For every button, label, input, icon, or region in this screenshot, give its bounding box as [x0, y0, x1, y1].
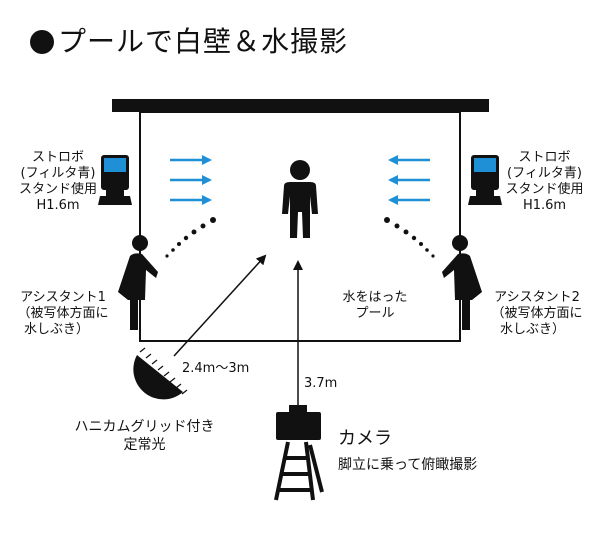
water-spray-icon: [384, 217, 435, 258]
water-spray-icon: [165, 217, 216, 258]
strobe-right-line: ストロボ: [518, 150, 571, 165]
assistant-right-line: 水しぶき）: [500, 322, 566, 337]
light-direction-arrows-right: [388, 155, 430, 205]
page-title: プールで白壁＆水撮影: [30, 22, 348, 62]
strobe-left-line: (フィルタ青): [20, 166, 96, 181]
strobe-left-label: ストロボ (フィルタ青) スタンド使用 H1.6m: [18, 150, 98, 214]
strobe-right-line: H1.6m: [522, 198, 567, 213]
assistant-left-line: アシスタント1: [20, 290, 106, 305]
light-to-subject-arrow: [173, 254, 267, 357]
pool-outline: [139, 111, 461, 342]
camera-label: カメラ: [338, 428, 392, 449]
person-icon: [282, 160, 318, 238]
title-bullet-icon: [30, 30, 54, 54]
assistant-left-line: 水しぶき）: [24, 322, 90, 337]
assistant-right-label: アシスタント2 （被写体方面に 水しぶき）: [482, 290, 592, 338]
strobe-left-line: スタンド使用: [18, 182, 97, 197]
strobe-icon: [98, 155, 132, 205]
honeycomb-light-line: 定常光: [123, 437, 166, 453]
light-distance-label: 2.4m〜3m: [182, 361, 250, 376]
assistant-icon: [442, 235, 482, 330]
title-text: プールで白壁＆水撮影: [58, 25, 349, 58]
honeycomb-light-icon: [133, 347, 188, 400]
camera-icon: [276, 405, 321, 440]
strobe-right-line: (フィルタ青): [507, 166, 582, 181]
assistant-left-line: （被写体方面に: [17, 306, 109, 321]
strobe-right-line: スタンド使用: [505, 182, 584, 197]
strobe-right-label: ストロボ (フィルタ青) スタンド使用 H1.6m: [502, 150, 587, 214]
honeycomb-light-line: ハニカムグリッド付き: [74, 419, 215, 435]
ladder-icon: [274, 441, 324, 501]
assistant-right-line: （被写体方面に: [491, 306, 583, 321]
assistant-left-label: アシスタント1 （被写体方面に 水しぶき）: [8, 290, 118, 338]
camera-distance-label: 3.7m: [304, 376, 338, 391]
pool-label: 水をはった プール: [330, 290, 420, 322]
white-wall-bar: [112, 99, 489, 112]
assistant-right-line: アシスタント2: [494, 290, 580, 305]
strobe-left-line: ストロボ: [31, 150, 84, 165]
pool-line: プール: [355, 306, 395, 321]
assistant-icon: [118, 235, 158, 330]
strobe-left-line: H1.6m: [36, 198, 80, 213]
honeycomb-light-label: ハニカムグリッド付き 定常光: [62, 418, 227, 454]
strobe-icon: [468, 155, 502, 205]
pool-line: 水をはった: [342, 290, 408, 305]
camera-note: 脚立に乗って俯瞰撮影: [338, 457, 478, 473]
light-direction-arrows-left: [170, 155, 212, 205]
